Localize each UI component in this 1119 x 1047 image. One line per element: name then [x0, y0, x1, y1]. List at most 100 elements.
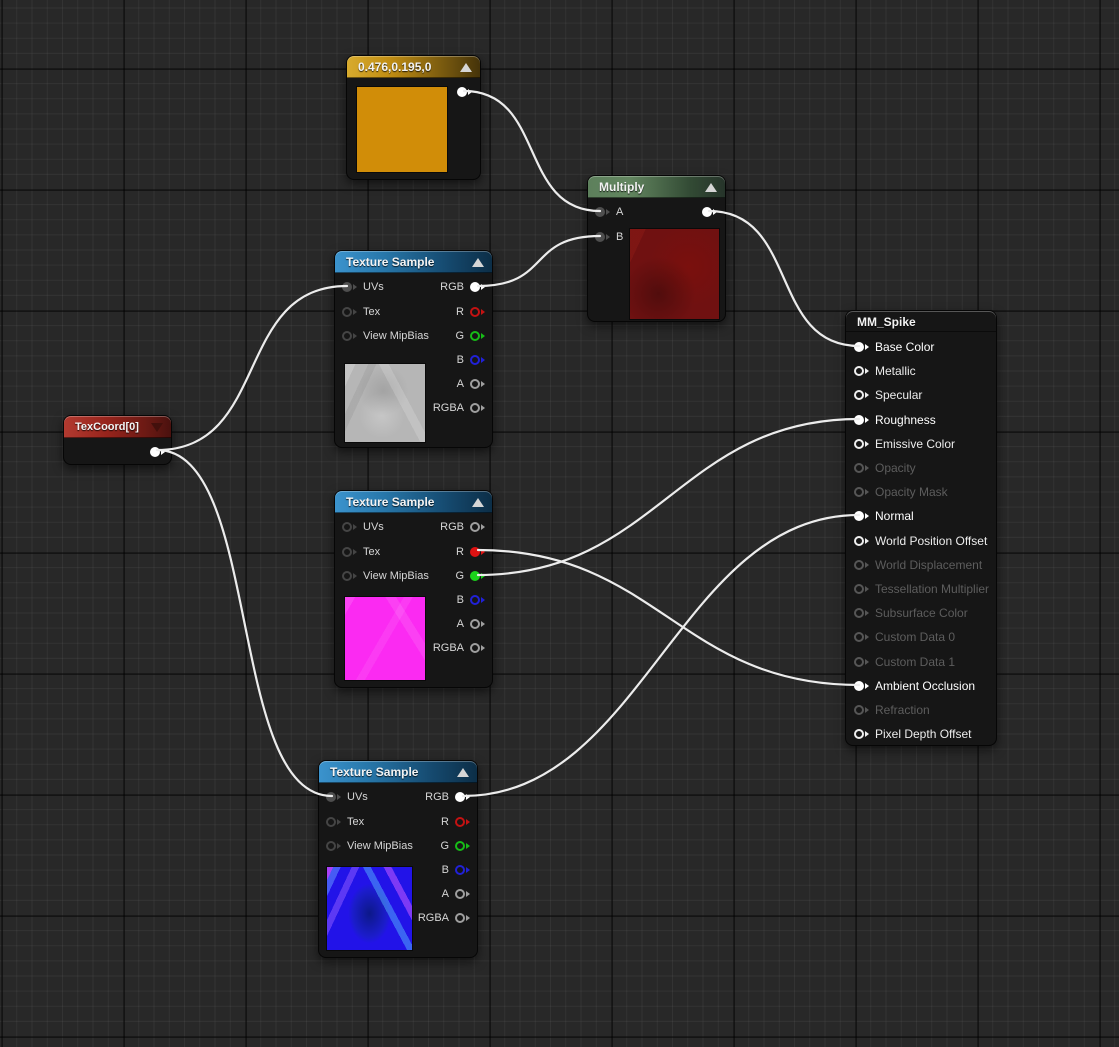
tessellation-multiplier-pin[interactable] [854, 584, 869, 594]
pin-label: Normal [875, 509, 914, 523]
pin-label: Tessellation Multiplier [875, 582, 990, 596]
world-position-offset-pin[interactable] [854, 536, 869, 546]
expand-icon[interactable] [151, 422, 163, 432]
wire-ts2-g-to-roughness[interactable] [476, 417, 861, 577]
node-header[interactable]: Texture Sample [319, 761, 477, 783]
pin-label: Emissive Color [875, 437, 956, 451]
wire-ts1-rgb-to-multiply-b[interactable] [476, 234, 602, 288]
a-output-pin[interactable] [470, 619, 485, 629]
input-label: UVs [363, 281, 384, 293]
wire-ts3-rgb-to-normal[interactable] [461, 513, 861, 798]
input-label: UVs [347, 791, 368, 803]
world-displacement-pin[interactable] [854, 560, 869, 570]
output-label: B [441, 864, 449, 876]
output-pin[interactable] [150, 447, 165, 457]
node-header[interactable]: TexCoord[0] [64, 416, 171, 438]
pin-label: Subsurface Color [875, 606, 968, 620]
opacity-mask-pin[interactable] [854, 487, 869, 497]
subsurface-color-pin[interactable] [854, 608, 869, 618]
pin-label: Pixel Depth Offset [875, 727, 972, 741]
input-label: Tex [363, 306, 381, 318]
collapse-icon[interactable] [460, 62, 472, 72]
node-header[interactable]: Texture Sample [335, 251, 492, 273]
a-output-pin[interactable] [455, 889, 470, 899]
pin-label: Specular [875, 388, 923, 402]
b-output-pin[interactable] [455, 865, 470, 875]
wire-texcoord-to-ts3-uvs[interactable] [155, 448, 334, 798]
output-label: R [456, 306, 464, 318]
b-output-pin[interactable] [470, 595, 485, 605]
wire-texcoord-to-ts1-uvs[interactable] [155, 284, 349, 452]
r-output-pin[interactable] [455, 817, 470, 827]
output-label: A [456, 378, 464, 390]
rgba-output-pin[interactable] [470, 403, 485, 413]
tex-input-pin[interactable] [342, 547, 357, 557]
wire-multiply-to-basecolor[interactable] [707, 209, 861, 348]
texture-preview [344, 596, 426, 681]
wire-ts2-r-to-ambient-occlusion[interactable] [476, 548, 861, 687]
node-header[interactable]: Multiply [588, 176, 725, 198]
emissive-color-pin[interactable] [854, 439, 869, 449]
output-label: G [440, 840, 449, 852]
g-output-pin[interactable] [470, 331, 485, 341]
pin-label: World Displacement [875, 558, 983, 572]
pin-label: Refraction [875, 703, 930, 717]
texture-sample-node-3[interactable]: Texture Sample UVs Tex View MipBias RGB … [318, 760, 478, 958]
pin-label: World Position Offset [875, 534, 988, 548]
pin-label: Base Color [875, 340, 935, 354]
rgba-output-pin[interactable] [470, 643, 485, 653]
texcoord-node[interactable]: TexCoord[0] [63, 415, 172, 465]
collapse-icon[interactable] [705, 182, 717, 192]
refraction-pin[interactable] [854, 705, 869, 715]
g-output-pin[interactable] [455, 841, 470, 851]
node-title: Texture Sample [346, 255, 435, 269]
output-label: RGBA [432, 402, 464, 414]
tex-input-pin[interactable] [342, 307, 357, 317]
pin-label: Ambient Occlusion [875, 679, 976, 693]
pixel-depth-offset-pin[interactable] [854, 729, 869, 739]
collapse-icon[interactable] [472, 497, 484, 507]
output-label: R [456, 546, 464, 558]
r-output-pin[interactable] [470, 307, 485, 317]
input-label: View MipBias [347, 840, 413, 852]
uvs-input-pin[interactable] [342, 522, 357, 532]
collapse-icon[interactable] [457, 767, 469, 777]
output-label: RGB [425, 791, 449, 803]
texture-preview [326, 866, 413, 951]
texture-sample-node-1[interactable]: Texture Sample UVs Tex View MipBias RGB … [334, 250, 493, 448]
opacity-pin[interactable] [854, 463, 869, 473]
output-label: R [441, 816, 449, 828]
wire-constant-to-multiply-a[interactable] [462, 89, 602, 213]
node-header[interactable]: Texture Sample [335, 491, 492, 513]
multiply-node[interactable]: Multiply A B [587, 175, 726, 322]
b-output-pin[interactable] [470, 355, 485, 365]
collapse-icon[interactable] [472, 257, 484, 267]
output-pin-row [150, 443, 165, 461]
input-label: B [616, 231, 624, 243]
mipbias-input-pin[interactable] [342, 571, 357, 581]
rgba-output-pin[interactable] [455, 913, 470, 923]
node-header[interactable]: 0.476,0.195,0 [347, 56, 480, 78]
output-label: A [456, 618, 464, 630]
constant-vector-node[interactable]: 0.476,0.195,0 [346, 55, 481, 180]
texture-sample-node-2[interactable]: Texture Sample UVs Tex View MipBias RGB … [334, 490, 493, 688]
custom-data-1-pin[interactable] [854, 657, 869, 667]
mipbias-input-pin[interactable] [326, 841, 341, 851]
metallic-pin[interactable] [854, 366, 869, 376]
material-result-node[interactable]: MM_Spike Base Color Metallic Specular Ro… [845, 310, 997, 746]
texture-preview [344, 363, 426, 443]
output-label: RGBA [432, 642, 464, 654]
uvs-input-pin[interactable] [326, 792, 341, 802]
mipbias-input-pin[interactable] [342, 331, 357, 341]
custom-data-0-pin[interactable] [854, 632, 869, 642]
r-output-pin[interactable] [470, 547, 485, 557]
node-header[interactable]: MM_Spike [846, 311, 996, 332]
specular-pin[interactable] [854, 390, 869, 400]
rgb-output-pin[interactable] [470, 522, 485, 532]
tex-input-pin[interactable] [326, 817, 341, 827]
node-title: TexCoord[0] [75, 421, 139, 433]
a-output-pin[interactable] [470, 379, 485, 389]
output-label: G [455, 330, 464, 342]
